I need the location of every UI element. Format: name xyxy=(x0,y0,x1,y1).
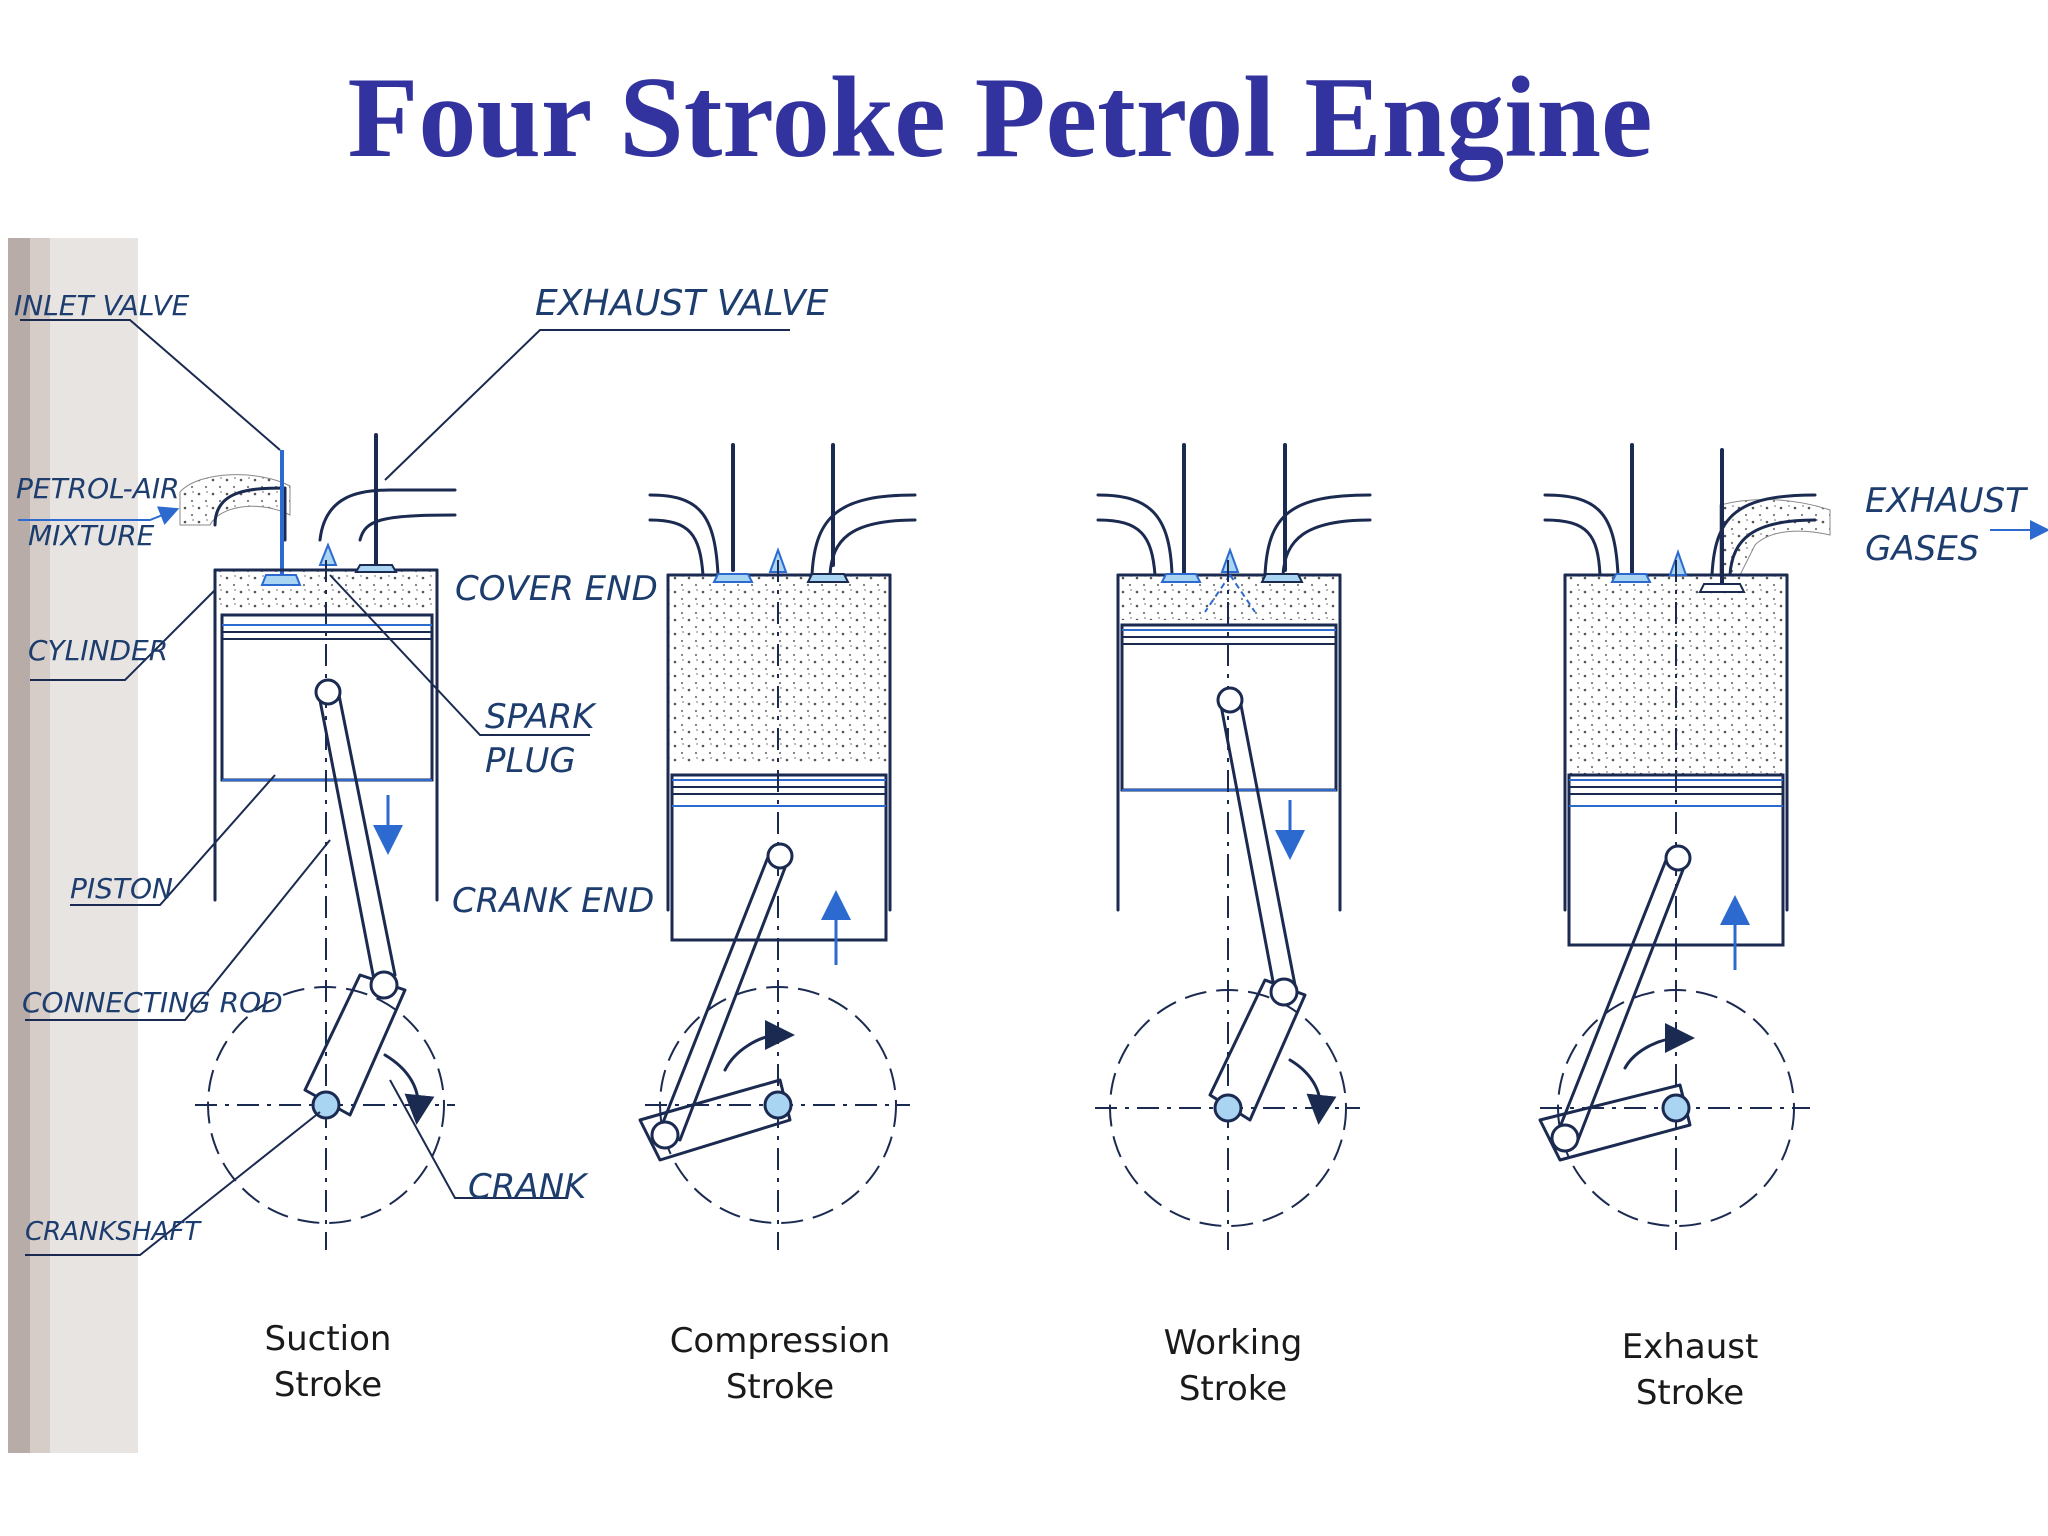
page-title: Four Stroke Petrol Engine xyxy=(347,54,1653,182)
labels: INLET VALVE EXHAUST VALVE PETROL-AIR MIX… xyxy=(14,283,2028,1247)
caption-suction-line2: Stroke xyxy=(274,1365,382,1405)
label-crankshaft: CRANKSHAFT xyxy=(25,1217,202,1247)
label-exhaust-gases-2: GASES xyxy=(1865,529,1979,569)
caption-compression-line1: Compression xyxy=(670,1321,891,1361)
intake-mixture-plume xyxy=(179,474,291,526)
engine-suction xyxy=(179,433,457,1250)
stroke-captions: Suction Stroke Compression Stroke Workin… xyxy=(265,1319,1759,1413)
engine-compression xyxy=(638,443,917,1250)
engine-working xyxy=(1095,443,1372,1250)
label-spark: SPARK xyxy=(485,697,597,737)
caption-exhaust-line1: Exhaust xyxy=(1622,1327,1759,1367)
caption-working-line1: Working xyxy=(1164,1323,1303,1363)
label-crank-end: CRANK END xyxy=(452,881,654,921)
label-cover-end: COVER END xyxy=(455,569,658,609)
label-petrol-air-2: MIXTURE xyxy=(28,519,155,552)
label-inlet-valve: INLET VALVE xyxy=(14,289,190,322)
caption-working-line2: Stroke xyxy=(1179,1369,1287,1409)
label-crank: CRANK xyxy=(468,1167,589,1207)
engine-exhaust xyxy=(1538,443,1831,1250)
label-petrol-air-1: PETROL-AIR xyxy=(16,472,180,505)
leader-lines xyxy=(18,319,2048,1256)
label-plug: PLUG xyxy=(485,741,576,781)
page-edge-shadow xyxy=(8,238,138,1453)
label-cylinder: CYLINDER xyxy=(28,634,168,667)
caption-suction-line1: Suction xyxy=(265,1319,392,1359)
label-exhaust-gases-1: EXHAUST xyxy=(1865,481,2028,521)
caption-exhaust-line2: Stroke xyxy=(1636,1373,1744,1413)
label-piston: PISTON xyxy=(70,872,173,905)
label-connecting-rod: CONNECTING ROD xyxy=(22,986,283,1019)
caption-compression-line2: Stroke xyxy=(726,1367,834,1407)
label-exhaust-valve: EXHAUST VALVE xyxy=(535,283,829,324)
